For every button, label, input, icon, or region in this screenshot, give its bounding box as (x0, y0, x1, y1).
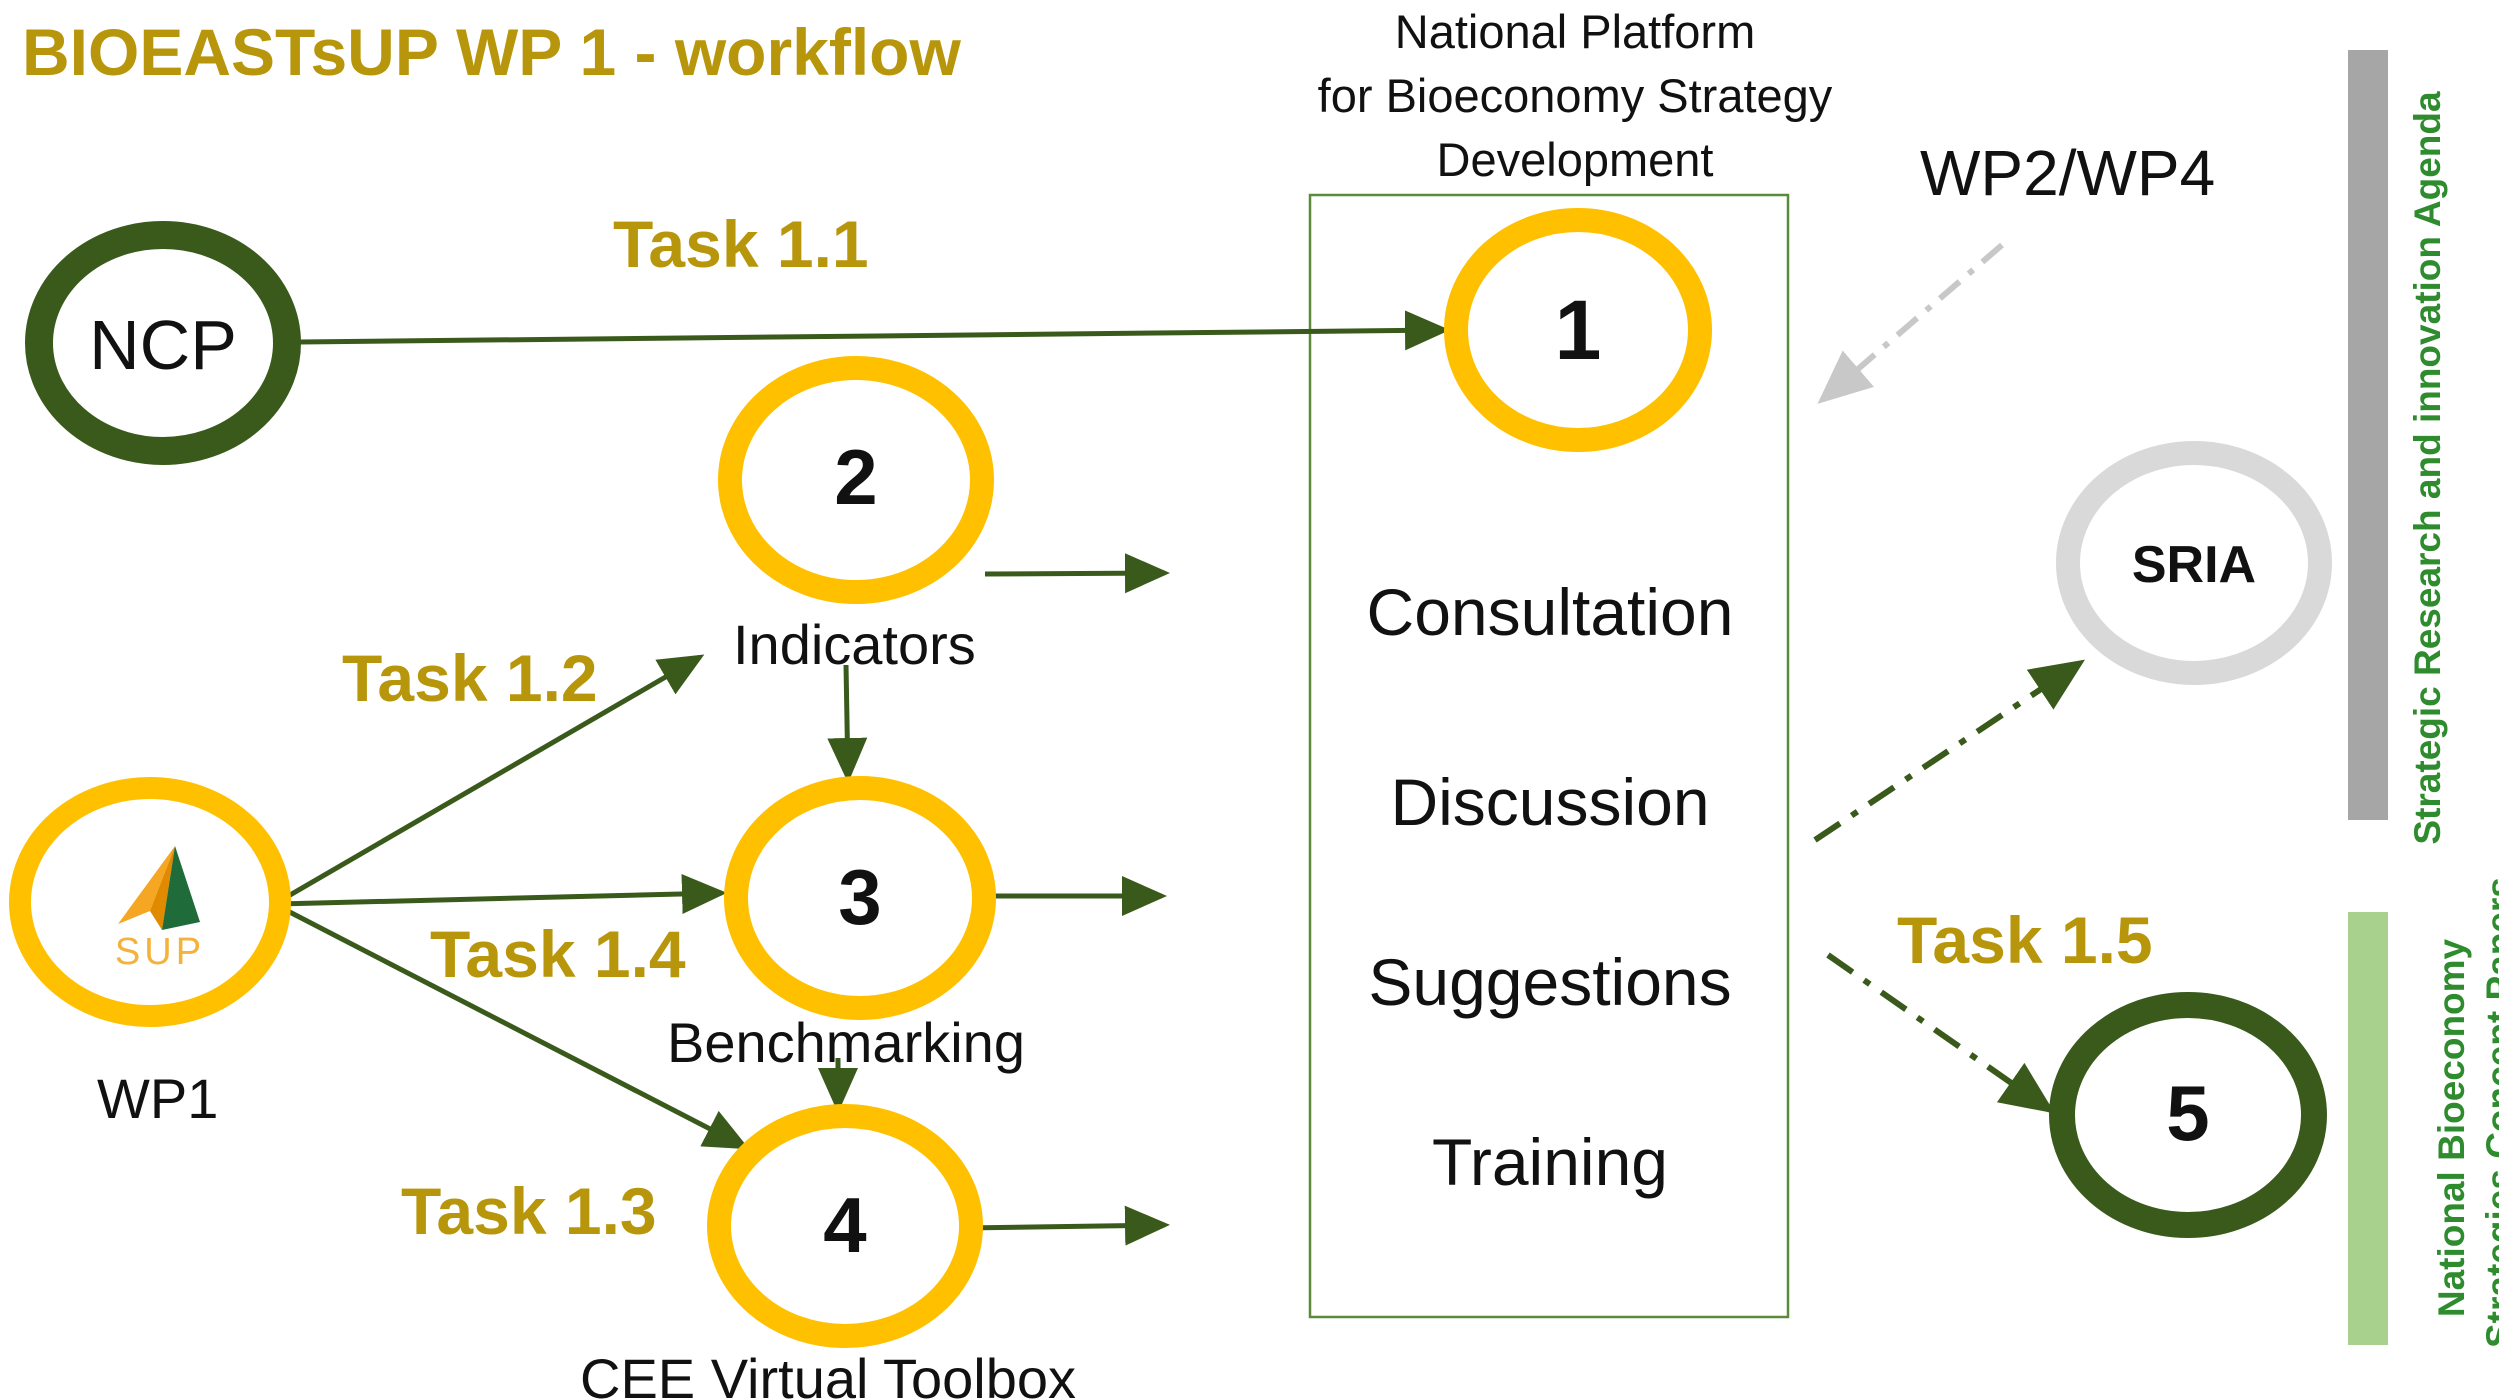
arrow-wp1-to-indicators (276, 654, 705, 905)
page-title: BIOEASTsUP WP 1 - workflow (22, 15, 961, 89)
node-5-ring (2049, 992, 2327, 1238)
node-3-ring (724, 776, 996, 1020)
platform-heading-line: National Platform (1394, 5, 1756, 58)
arrow-ncp-to-1 (299, 310, 1450, 351)
node-2-ring (718, 356, 994, 604)
platform-heading-line: for Bioeconomy Strategy (1317, 69, 1833, 122)
task-1-3: Task 1.3 (401, 1174, 657, 1248)
arrow-wp2wp4-to-platform (1817, 242, 2004, 404)
arrow-2-to-platform (984, 553, 1170, 594)
ncp-ring (25, 221, 301, 465)
arrow-wp1-to-4 (276, 903, 750, 1150)
sria-agenda-text: Strategic Research and innovation Agenda (2407, 91, 2448, 845)
concept-papers-line: National Bioeconomy (2431, 938, 2472, 1318)
node-5-label: 5 (2166, 1069, 2210, 1157)
wp1-label: WP1 (97, 1067, 219, 1130)
task-1-4: Task 1.4 (430, 917, 686, 991)
node-4-label: 4 (823, 1181, 867, 1269)
activity-training: Training (1432, 1125, 1668, 1199)
concept-papers-text: National Bioeconomy Strategies Concept P… (2428, 877, 2499, 1348)
indicators-label: Indicators (733, 613, 976, 676)
concept-papers-bar (2348, 912, 2388, 1345)
sup-logo-text: SUP (114, 931, 206, 973)
sup-logo-icon (118, 846, 200, 930)
node-3-label: 3 (838, 853, 882, 941)
arrow-platform-to-5 (1826, 952, 2055, 1114)
platform-heading: National Platform for Bioeconomy Strateg… (1245, 0, 1905, 192)
platform-heading-line: Development (1436, 133, 1714, 186)
sria-ring (2056, 441, 2332, 685)
concept-papers-line: Strategies Concept Papers (2479, 877, 2499, 1348)
activity-suggestions: Suggestions (1368, 945, 1732, 1019)
arrow-4-to-platform (964, 1205, 1170, 1246)
arrow-2-to-3 (827, 664, 868, 783)
task-1-2: Task 1.2 (342, 641, 598, 715)
task-1-1: Task 1.1 (613, 207, 869, 281)
sria-label: SRIA (2131, 536, 2257, 594)
activity-discussion: Discussion (1390, 765, 1710, 839)
platform-box (1308, 193, 1790, 1319)
sria-agenda-bar (2348, 50, 2388, 820)
activity-consultation: Consultation (1366, 575, 1734, 649)
wp2wp4-label: WP2/WP4 (1920, 137, 2216, 209)
node-2-label: 2 (834, 433, 878, 521)
arrow-platform-to-sria (1813, 659, 2085, 843)
benchmarking-label: Benchmarking (667, 1011, 1025, 1074)
task-1-5: Task 1.5 (1897, 903, 2153, 977)
arrow-wp1-to-3 (277, 873, 727, 914)
node-1-ring (1444, 208, 1712, 452)
node-4-ring (707, 1104, 983, 1348)
toolbox-label: CEE Virtual Toolbox (580, 1347, 1076, 1400)
node-1-label: 1 (1554, 283, 1602, 377)
ncp-label: NCP (89, 306, 237, 384)
